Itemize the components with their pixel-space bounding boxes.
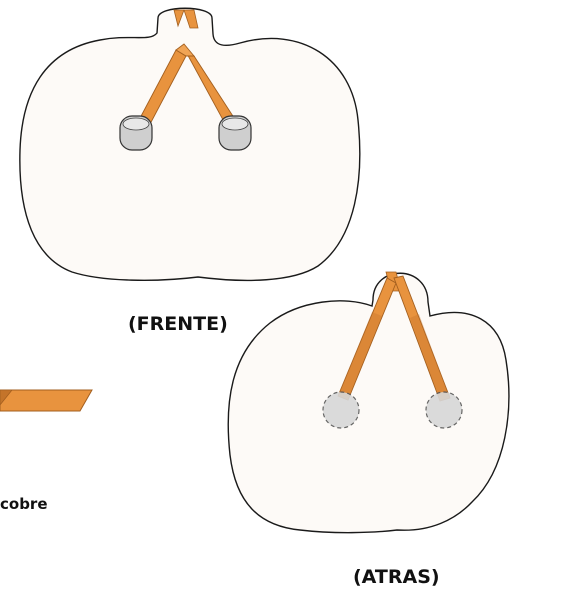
copper-tape-label: cobre — [0, 497, 48, 512]
copper-tape-strip — [0, 390, 92, 411]
front-electrode-left — [120, 116, 152, 150]
front-body-outline — [20, 8, 360, 280]
front-electrode-right — [219, 116, 251, 150]
front-view — [20, 8, 360, 280]
front-view-label: (FRENTE) — [128, 315, 228, 334]
back-electrode-left — [323, 392, 359, 428]
back-view-label: (ATRAS) — [353, 568, 440, 587]
back-electrode-right — [426, 392, 462, 428]
back-body-outline — [228, 273, 509, 532]
back-view — [228, 272, 509, 533]
